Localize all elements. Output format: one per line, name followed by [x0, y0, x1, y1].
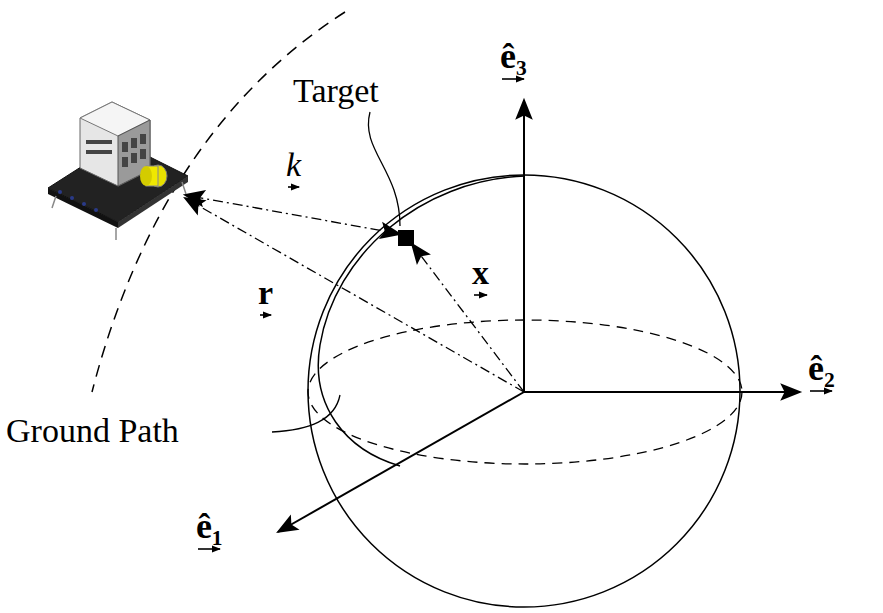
vector-underarrow	[810, 390, 832, 392]
vector-underarrow	[474, 294, 487, 296]
target-vector-x	[412, 244, 524, 392]
vector-underarrow	[502, 78, 524, 80]
vector-underarrow	[260, 314, 271, 316]
callout-label: Target	[293, 74, 379, 108]
vector-underarrow	[198, 548, 220, 550]
ground-path	[318, 176, 525, 466]
vector-label: r	[258, 276, 273, 310]
look-vector-k	[185, 195, 400, 234]
axis-e3	[523, 100, 525, 392]
vector-underarrow	[288, 186, 299, 188]
leader-line	[368, 112, 400, 226]
axis-label: ê₃	[500, 38, 527, 74]
target-square	[398, 230, 414, 246]
callout-label: Ground Path	[6, 414, 179, 448]
axis-e1	[278, 392, 524, 532]
axis-label: ê₁	[196, 508, 223, 544]
axis-e2	[524, 391, 800, 393]
leader-line	[272, 395, 340, 432]
vector-label: k	[286, 148, 301, 182]
vector-label: x	[472, 256, 489, 290]
position-vector-r	[185, 198, 524, 392]
satellite	[48, 102, 188, 240]
axis-label: ê₂	[808, 350, 835, 386]
